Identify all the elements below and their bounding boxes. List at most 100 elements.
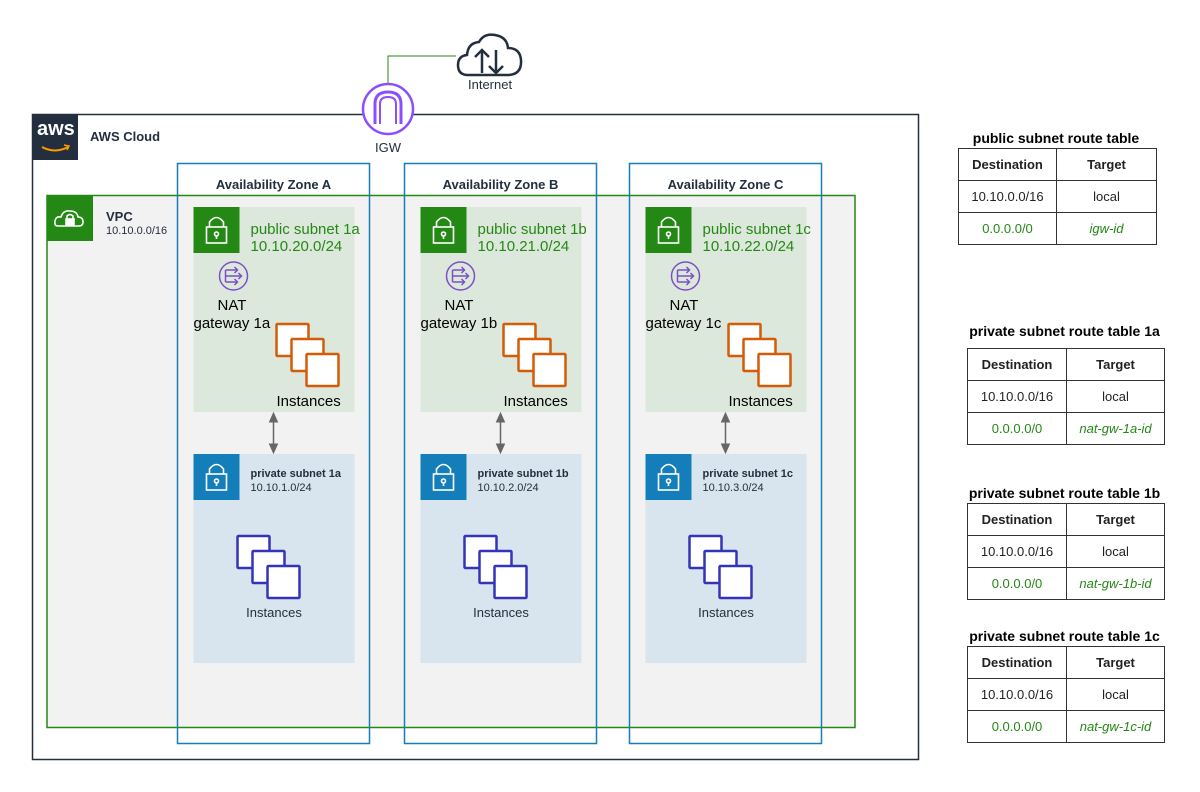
route-table-title: private subnet route table 1b xyxy=(968,485,1161,501)
availability-zone-c xyxy=(628,162,823,745)
route-destination-cell: 0.0.0.0/0 xyxy=(958,212,1057,245)
public-instances-label: Instances xyxy=(503,393,568,410)
instances-icon xyxy=(727,322,792,388)
public-subnet-cidr: 10.10.22.0/24 xyxy=(702,238,795,255)
route-destination-cell: 0.0.0.0/0 xyxy=(967,412,1067,445)
private-subnet-cidr: 10.10.3.0/24 xyxy=(702,482,764,494)
availability-zone-border xyxy=(176,162,371,745)
route-destination-cell: 0.0.0.0/0 xyxy=(967,710,1067,743)
instances-icon xyxy=(463,534,528,600)
route-table-header-cell: Destination xyxy=(967,348,1067,381)
internet-cloud-icon xyxy=(456,33,523,77)
public-subnet-cidr: 10.10.20.0/24 xyxy=(250,238,343,255)
public-instances-label: Instances xyxy=(728,393,793,410)
bidirectional-arrow-icon xyxy=(268,411,279,455)
public-instances-label: Instances xyxy=(276,393,341,410)
private-instances-label: Instances xyxy=(246,605,302,620)
route-table-header-cell: Destination xyxy=(958,148,1057,181)
padlock-icon xyxy=(657,463,680,491)
route-target-cell: nat-gw-1c-id xyxy=(1066,710,1165,743)
route-target-cell: local xyxy=(1066,380,1165,413)
padlock-icon xyxy=(657,216,680,244)
availability-zone-label: Availability Zone C xyxy=(667,177,784,192)
private-instances-label: Instances xyxy=(473,605,529,620)
route-destination-cell: 10.10.0.0/16 xyxy=(967,678,1067,711)
internet-igw-connector xyxy=(387,55,456,84)
public-subnet-cidr: 10.10.21.0/24 xyxy=(477,238,570,255)
route-target-cell: local xyxy=(1056,180,1157,213)
availability-zone-label: Availability Zone B xyxy=(442,177,559,192)
route-destination-cell: 10.10.0.0/16 xyxy=(967,535,1067,568)
route-table-header-cell: Destination xyxy=(967,646,1067,679)
route-table-header-cell: Target xyxy=(1066,503,1165,536)
private-instances-label: Instances xyxy=(698,605,754,620)
bidirectional-arrow-icon xyxy=(720,411,731,455)
public-subnet-name: public subnet 1a xyxy=(250,221,360,238)
instances-icon xyxy=(502,322,567,388)
subnet-icon-box xyxy=(645,454,692,500)
private-subnet-cidr: 10.10.2.0/24 xyxy=(477,482,539,494)
nat-gateway-icon xyxy=(445,261,476,291)
subnet-icon-box xyxy=(193,207,240,253)
nat-gateway-icon xyxy=(218,261,249,291)
vpc-label: VPC xyxy=(106,209,133,224)
nat-gateway-label: NAT xyxy=(217,297,247,314)
aws-logo-text: aws xyxy=(37,118,75,140)
route-table-header-cell: Target xyxy=(1066,646,1165,679)
nat-gateway-label: NAT xyxy=(669,297,699,314)
subnet-icon-box xyxy=(193,454,240,500)
route-destination-cell: 10.10.0.0/16 xyxy=(967,380,1067,413)
route-target-cell: local xyxy=(1066,535,1165,568)
subnet-icon-box xyxy=(645,207,692,253)
route-table-title: public subnet route table xyxy=(972,130,1140,146)
availability-zone-border xyxy=(403,162,598,745)
private-subnet-name: private subnet 1b xyxy=(477,468,569,480)
private-subnet-name: private subnet 1a xyxy=(250,468,341,480)
route-target-cell: igw-id xyxy=(1056,212,1157,245)
subnet-icon-box xyxy=(420,207,467,253)
public-subnet-name: public subnet 1b xyxy=(477,221,587,238)
instances-icon xyxy=(275,322,340,388)
private-subnet-name: private subnet 1c xyxy=(702,468,793,480)
private-subnet-cidr: 10.10.1.0/24 xyxy=(250,482,312,494)
route-target-cell: local xyxy=(1066,678,1165,711)
nat-gateway-label: NAT xyxy=(444,297,474,314)
igw-label: IGW xyxy=(375,140,401,155)
vpc-cloud-lock-icon xyxy=(54,210,84,227)
vpc-cidr: 10.10.0.0/16 xyxy=(106,225,168,237)
aws-logo-box xyxy=(32,114,78,160)
route-table-title: private subnet route table 1c xyxy=(969,628,1160,644)
padlock-icon xyxy=(205,463,228,491)
route-table-header-cell: Destination xyxy=(967,503,1067,536)
public-subnet-name: public subnet 1c xyxy=(702,221,811,238)
nat-gateway-label: gateway 1c xyxy=(645,315,722,332)
padlock-icon xyxy=(432,463,455,491)
availability-zone-a xyxy=(176,162,371,745)
vpc-icon-box xyxy=(47,195,93,241)
route-table-header-cell: Target xyxy=(1056,148,1157,181)
instances-icon xyxy=(236,534,301,600)
route-target-cell: nat-gw-1a-id xyxy=(1066,412,1165,445)
availability-zone-b xyxy=(403,162,598,745)
route-destination-cell: 0.0.0.0/0 xyxy=(967,567,1067,600)
route-table-title: private subnet route table 1a xyxy=(969,323,1160,339)
aws-cloud-label: AWS Cloud xyxy=(90,129,161,144)
aws-cloud-boundary xyxy=(31,113,920,761)
padlock-icon xyxy=(432,216,455,244)
internet-label: Internet xyxy=(468,77,513,92)
padlock-icon xyxy=(205,216,228,244)
internet-gateway-icon xyxy=(361,82,415,136)
instances-icon xyxy=(688,534,753,600)
